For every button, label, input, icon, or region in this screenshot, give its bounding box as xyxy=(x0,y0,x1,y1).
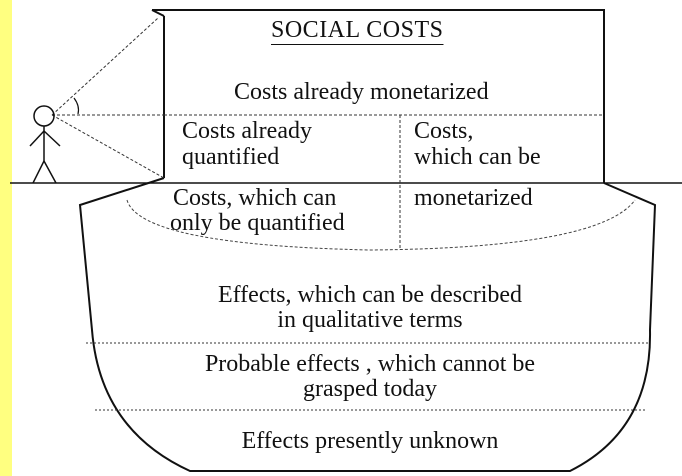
sight-line-bottom xyxy=(51,114,165,179)
costs-only-quantified-line2: only be quantified xyxy=(170,210,345,236)
costs-quantified-line2: quantified xyxy=(182,144,280,170)
effects-probable-line1: Probable effects , which cannot be xyxy=(204,351,536,377)
sight-line-top xyxy=(51,17,159,116)
costs-monetarized-label: Costs already monetarized xyxy=(234,79,489,105)
costs-can-be-line1: Costs, xyxy=(414,118,474,144)
costs-can-be-line3: monetarized xyxy=(414,185,533,211)
observer-figure xyxy=(29,105,61,184)
box-top-corner xyxy=(151,9,165,17)
effects-qualitative-line1: Effects, which can be described xyxy=(217,282,523,308)
diagram-title: SOCIAL COSTS xyxy=(271,17,444,43)
left-yellow-stripe xyxy=(0,0,12,476)
costs-can-be-line2: which can be xyxy=(414,144,541,170)
costs-only-quantified-line1: Costs, which can xyxy=(173,185,337,211)
effects-unknown: Effects presently unknown xyxy=(241,428,499,454)
visible-cost-block xyxy=(152,9,605,183)
effects-probable-line2: grasped today xyxy=(303,376,437,402)
sight-angle-arc xyxy=(73,97,80,115)
observer-arm-left xyxy=(29,130,45,147)
observer-leg-left xyxy=(32,160,45,184)
observer-head xyxy=(33,105,55,127)
effects-qualitative-line2: in qualitative terms xyxy=(277,307,463,333)
quantified-ellipse xyxy=(126,199,636,251)
hidden-cost-hull xyxy=(78,177,657,472)
observer-arm-right xyxy=(43,130,61,147)
observer-leg-right xyxy=(43,160,57,184)
costs-quantified-line1: Costs already xyxy=(182,118,312,144)
